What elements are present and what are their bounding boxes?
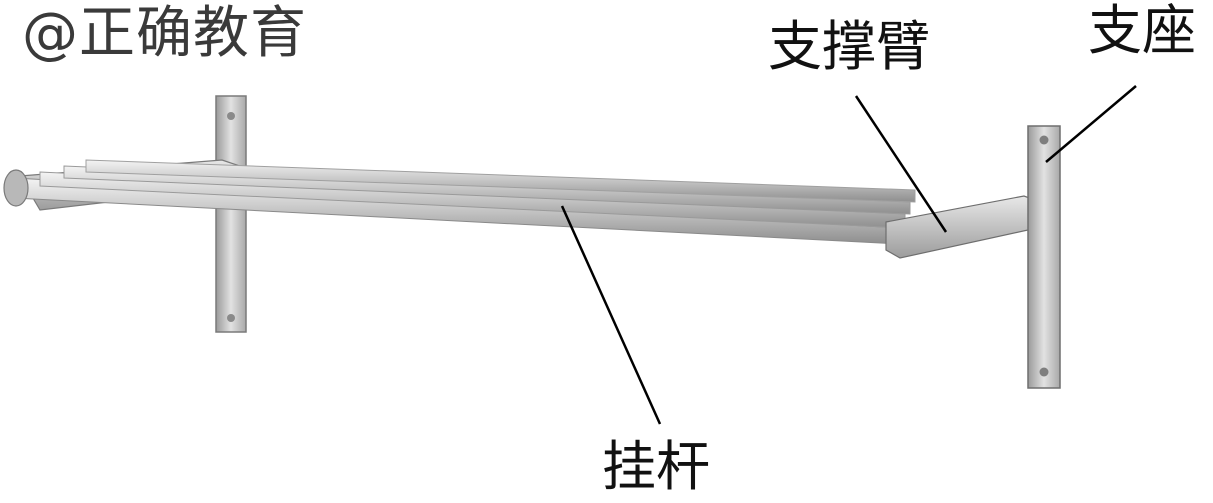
label-bracket: 支座 <box>1088 0 1196 62</box>
leader-line-hanging-rod <box>560 205 662 425</box>
screw-icon <box>227 112 235 120</box>
watermark: @正确教育 <box>22 1 307 66</box>
screw-icon <box>227 314 235 322</box>
leader-line-support-arm <box>854 95 948 233</box>
screw-icon <box>1039 367 1049 377</box>
label-support-arm: 支撑臂 <box>768 15 930 78</box>
hanging-rods <box>3 159 916 248</box>
leader-line-bracket <box>1045 85 1137 163</box>
right-bracket <box>1027 125 1061 389</box>
label-hanging-rod: 挂杆 <box>602 435 710 498</box>
left-bracket <box>215 95 247 333</box>
screw-icon <box>1039 135 1049 145</box>
